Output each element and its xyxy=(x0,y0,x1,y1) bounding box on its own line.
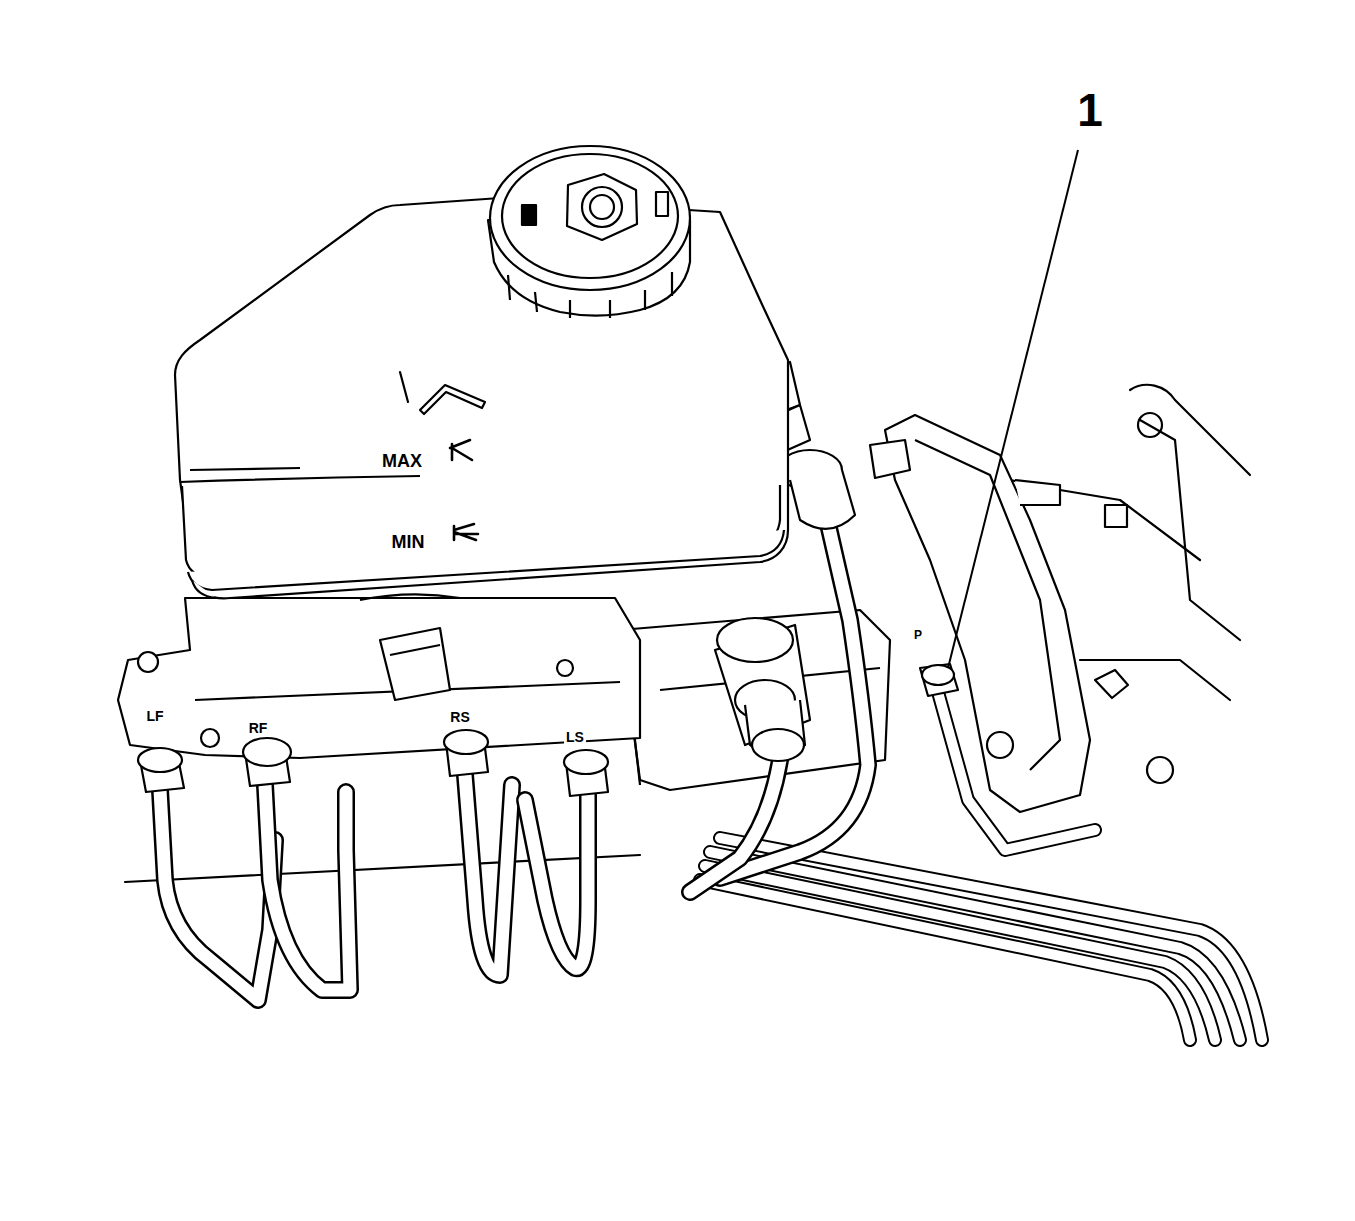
outlet-tubes-part xyxy=(265,785,350,990)
port-marking-text: RS xyxy=(448,710,471,725)
booster-bracket-part xyxy=(1105,505,1127,527)
tube-nuts xyxy=(138,730,608,796)
port-marking-text: P xyxy=(912,629,924,642)
valve-body-part xyxy=(390,645,440,655)
fluid-reservoir-part xyxy=(175,198,788,598)
level-marking: MAX xyxy=(380,452,424,471)
valve-body xyxy=(118,598,640,758)
reservoir-cap-part xyxy=(490,146,690,290)
fluid-reservoir-part xyxy=(188,530,784,590)
reservoir-cap-part xyxy=(567,174,637,240)
level-marks-part xyxy=(450,440,472,460)
port-marking: P xyxy=(912,625,924,643)
callout-number: 1 xyxy=(1075,86,1105,134)
fluid-reservoir-part xyxy=(180,476,420,482)
background-frame-part xyxy=(1095,670,1128,698)
port-marking: RF xyxy=(247,719,270,737)
booster-bracket-part xyxy=(987,732,1013,758)
port-marking-text: LF xyxy=(144,709,165,724)
level-marking-text: MIN xyxy=(390,533,427,552)
port-marking-text: RF xyxy=(247,721,270,736)
reservoir-cap-part xyxy=(522,205,536,225)
tube-nuts-part xyxy=(444,730,488,754)
level-marks-part xyxy=(420,385,485,414)
outlet-tubes-part xyxy=(465,775,512,975)
reservoir-cap-part xyxy=(656,192,668,216)
port-fittings-part xyxy=(717,618,793,662)
outlet-tubes-part xyxy=(265,785,350,990)
valve-body-part xyxy=(201,729,219,747)
booster-bracket-part xyxy=(1015,480,1060,505)
background-frame-part xyxy=(1080,660,1230,700)
reservoir-cap-part xyxy=(590,195,614,219)
brake-line-bundle-part xyxy=(705,866,1215,1040)
brake-pipes-part xyxy=(938,692,1095,850)
background-frame-part xyxy=(1147,757,1173,783)
reservoir-cap-part xyxy=(582,187,622,227)
valve-body-part xyxy=(118,598,640,758)
background-frame-part xyxy=(125,855,640,882)
brake-pipes-part xyxy=(690,760,780,892)
port-marking: LS xyxy=(564,728,586,746)
level-marks-part xyxy=(400,372,408,402)
brake-line-bundle-part xyxy=(720,838,1262,1040)
booster-bracket-part xyxy=(915,440,1060,770)
booster-bracket-part xyxy=(885,415,1090,812)
valve-body-part xyxy=(380,628,450,700)
outlet-tubes xyxy=(160,775,588,1000)
outlet-tubes-part xyxy=(465,775,512,975)
level-marking: MIN xyxy=(390,533,427,552)
brake-line-bundle xyxy=(700,838,1262,1040)
cylinder-body-part xyxy=(870,440,910,478)
leader-line-part xyxy=(948,150,1078,668)
outlet-tubes-part xyxy=(525,795,588,968)
reservoir-cap-part xyxy=(502,154,678,278)
port-marking: LF xyxy=(144,707,165,725)
fluid-reservoir-part xyxy=(360,594,460,600)
brake-line-bundle-part xyxy=(720,838,1262,1040)
tube-nuts-part xyxy=(243,738,291,766)
valve-body-part xyxy=(138,652,158,672)
port-fittings-part xyxy=(790,470,855,529)
brake-pipes-part xyxy=(938,692,1095,850)
reservoir-cap xyxy=(488,146,690,318)
outlet-tubes-part xyxy=(160,790,275,1000)
booster-bracket xyxy=(885,415,1127,812)
brake-pipes-part xyxy=(690,760,780,892)
port-fittings-part xyxy=(922,665,954,685)
outlet-tubes-part xyxy=(525,795,588,968)
brake-line-bundle-part xyxy=(705,866,1215,1040)
background-frame-part xyxy=(1140,420,1240,640)
fluid-reservoir xyxy=(175,198,788,600)
leader-line xyxy=(948,150,1078,668)
fluid-reservoir-part xyxy=(192,580,216,598)
port-marking: RS xyxy=(448,708,471,726)
port-marking-text: LS xyxy=(564,730,586,745)
outlet-tubes-part xyxy=(160,790,275,1000)
valve-body-part xyxy=(557,660,573,676)
fluid-reservoir-part xyxy=(190,468,300,470)
tube-nuts-part xyxy=(564,750,608,774)
level-marks-part xyxy=(454,524,478,540)
level-marking-text: MAX xyxy=(380,452,424,471)
port-fittings-part xyxy=(920,664,958,696)
background-frame-part xyxy=(1138,413,1162,437)
background-frame-part xyxy=(1130,385,1250,475)
callout-number-text: 1 xyxy=(1075,86,1105,134)
port-fittings-part xyxy=(752,729,804,761)
tube-nuts-part xyxy=(138,748,182,772)
